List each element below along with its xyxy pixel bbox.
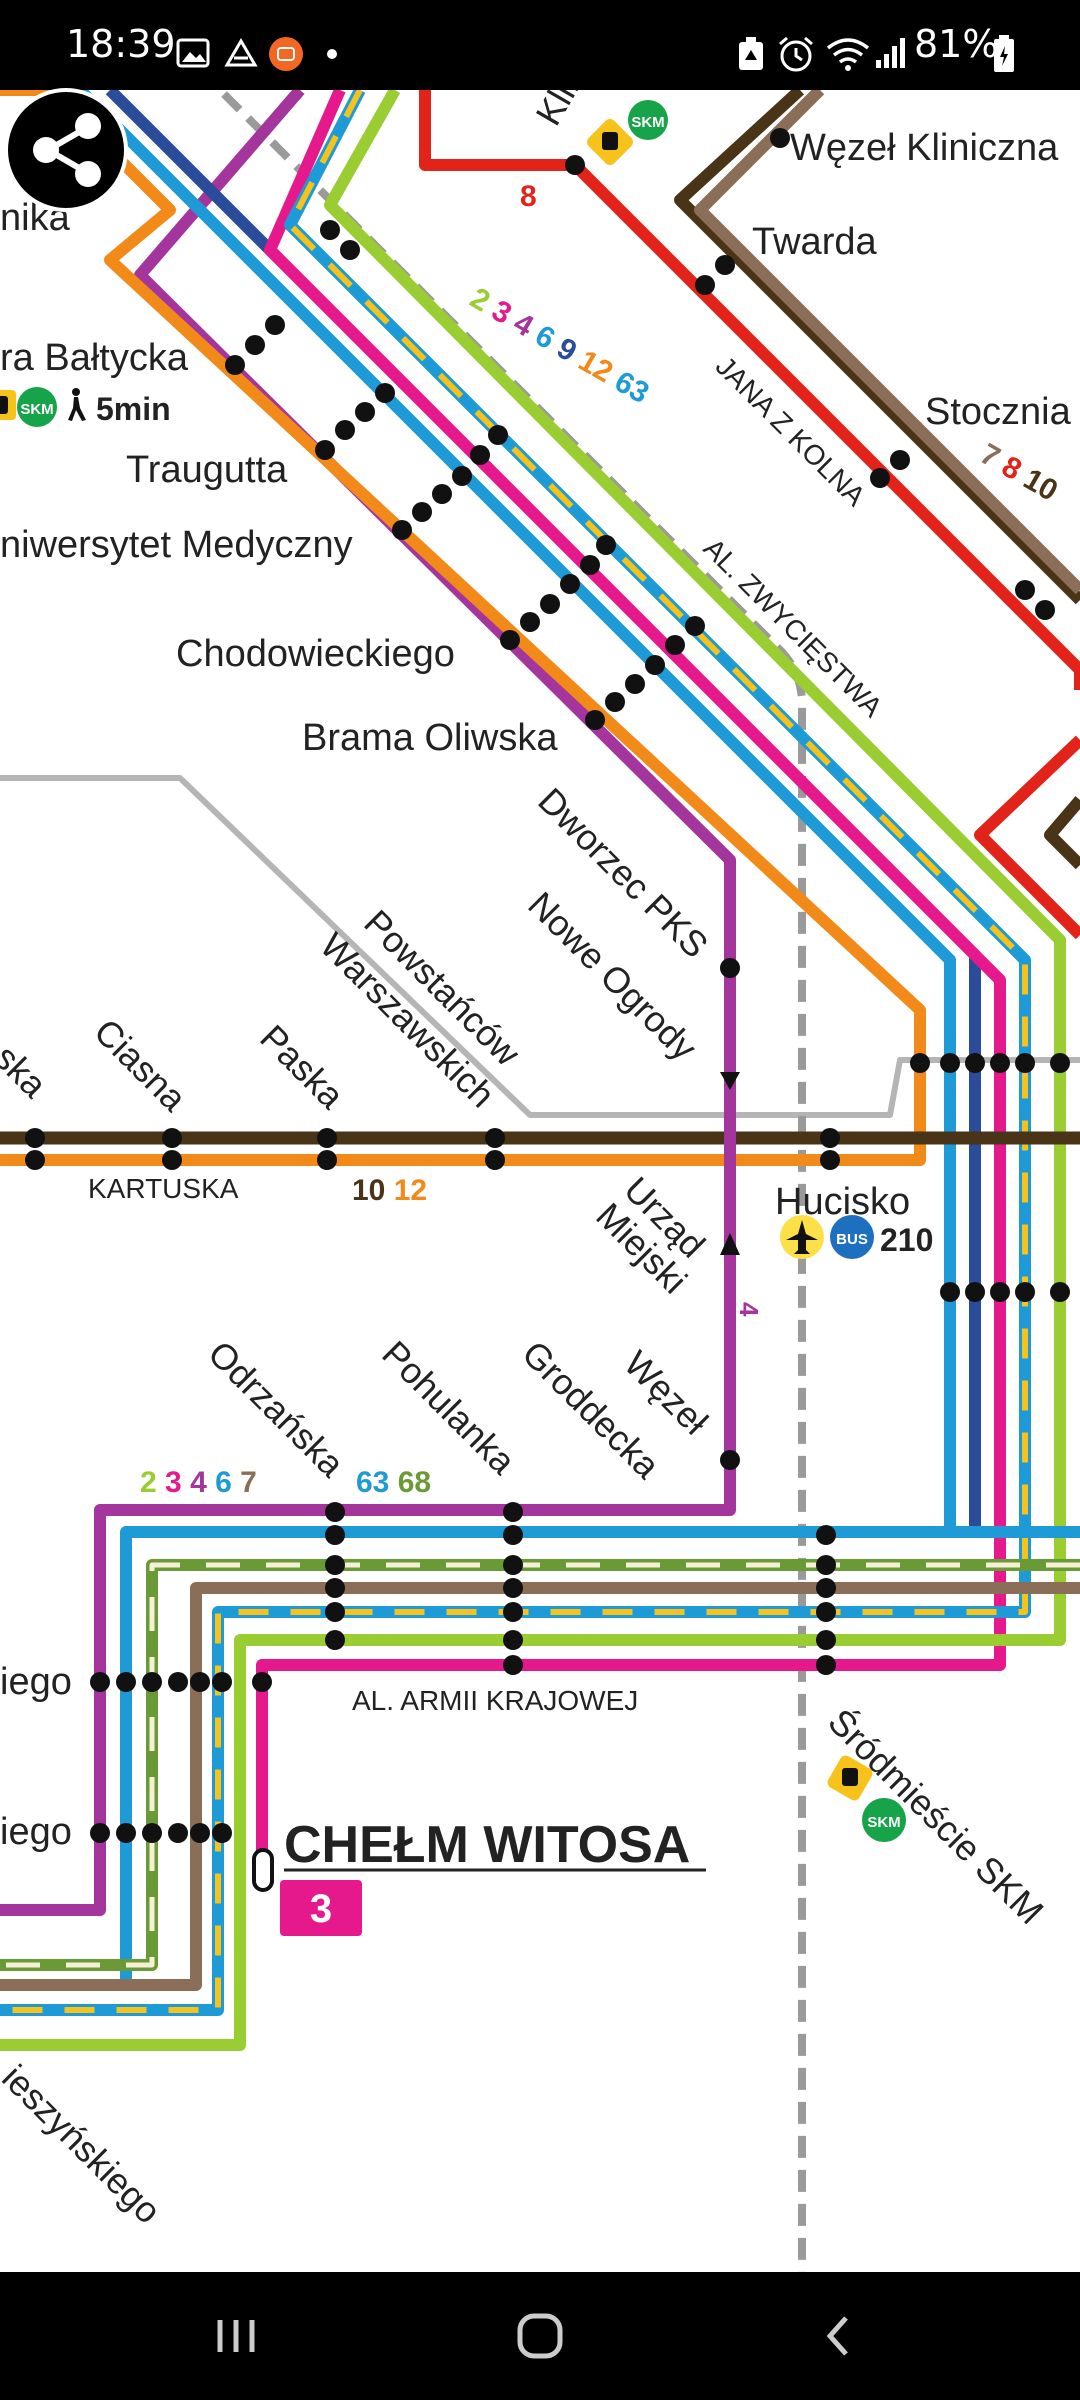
road-gray (0, 775, 1080, 1118)
direction-arrow-up (720, 1233, 740, 1255)
train-icon (587, 119, 633, 165)
status-bar: 18:39 81% (0, 0, 1080, 90)
line-yellow-63-dash (0, 90, 1028, 2013)
svg-text:SKM: SKM (631, 114, 664, 131)
station-hucisko: Hucisko (775, 1181, 910, 1223)
line-numbers-odrzanska: 2 3 4 6 7 (140, 1466, 257, 1499)
navigation-bar (0, 2272, 1080, 2400)
bus-line-210: 210 (880, 1222, 933, 1258)
share-button[interactable] (4, 88, 128, 212)
station-ska: ska (0, 1037, 56, 1106)
line-8-label: 8 (520, 180, 537, 213)
line-numbers-kartuska: 10 12 (352, 1174, 427, 1207)
station-cieszynskiego: ieszyńskiego (0, 2057, 169, 2232)
station-chodowieckiego: Chodowieckiego (176, 633, 455, 675)
transit-map[interactable]: SKM SKM BUS SKM Klin Węzeł Kliniczna Twa… (0, 90, 1080, 2272)
image-icon (176, 38, 210, 68)
recent-apps-icon[interactable] (196, 2296, 276, 2376)
station-srodmiescie-skm: Śródmieście SKM (820, 1700, 1052, 1932)
station-paska: Paska (252, 1017, 352, 1117)
walk-icon (68, 388, 86, 421)
train-icon-srodmiescie (827, 1755, 873, 1801)
station-traugutta: Traugutta (126, 449, 288, 491)
skm-badge-srodmiescie: SKM (862, 1798, 906, 1842)
station-opera-baltycka: ra Bałtycka (0, 337, 189, 379)
skm-badge-opera: SKM (17, 387, 57, 427)
station-uniwersytet: niwersytet Medyczny (0, 524, 353, 566)
svg-text:BUS: BUS (836, 1231, 868, 1248)
svg-text:SKM: SKM (20, 401, 53, 418)
mi-icon (269, 37, 303, 71)
line-8-red (419, 90, 1080, 675)
line-10-brown (674, 90, 1080, 605)
station-chelm-witosa: CHEŁM WITOSA (284, 1816, 690, 1874)
recycle-icon (739, 37, 763, 70)
station-odrzanska: Odrzańska (200, 1333, 353, 1486)
line-10-brown-2 (1044, 796, 1080, 870)
bus-badge: BUS (830, 1215, 874, 1259)
station-wezel-kliniczna: Węzeł Kliniczna (790, 127, 1059, 169)
line-12-orange (0, 90, 926, 1166)
battery-percentage: 81% (914, 22, 999, 66)
line-8-red-2 (974, 735, 1080, 940)
signal-icon (876, 38, 905, 68)
line-7-tan-s (0, 1582, 1080, 1991)
status-time: 18:39 (66, 22, 176, 66)
wifi-icon (826, 38, 870, 71)
line-numbers-odrzanska-2: 63 68 (356, 1466, 431, 1499)
street-kartuska: KARTUSKA (88, 1173, 239, 1204)
alarm-icon (779, 36, 813, 72)
station-iego-2: iego (0, 1811, 72, 1853)
station-iego-1: iego (0, 1661, 72, 1703)
share-icon (33, 113, 101, 187)
line-3-badge-label: 3 (310, 1887, 332, 1931)
line-4-label: 4 (734, 1302, 764, 1317)
station-klinika: Klin (527, 90, 593, 132)
station-brama-oliwska: Brama Oliwska (302, 717, 558, 759)
back-icon[interactable] (800, 2296, 880, 2376)
station-stocznia: Stocznia (925, 391, 1072, 433)
train-icon-opera (0, 390, 16, 420)
dot-icon (327, 49, 337, 59)
home-icon[interactable] (500, 2296, 580, 2376)
battery-icon (994, 35, 1014, 72)
line-68-green (0, 1559, 1080, 1971)
line-68-green-dash (0, 1562, 1080, 1968)
stop-dots (25, 128, 1070, 1843)
street-al-zwyciestwa: AL. ZWYCIĘSTWA (698, 532, 889, 723)
line-numbers-zwyciestwa: 2 3 4 6 9 12 63 (465, 281, 655, 410)
direction-arrow-down (720, 1072, 740, 1090)
line-2-green (0, 90, 1066, 2051)
walk-time-label: 5min (96, 391, 171, 427)
airport-icon (780, 1215, 824, 1259)
drive-icon (224, 38, 258, 67)
terminus-marker (252, 1848, 274, 1892)
station-twarda: Twarda (752, 221, 877, 263)
station-ciasna: Ciasna (86, 1011, 195, 1120)
svg-text:SKM: SKM (867, 1814, 900, 1831)
skm-badge-klin: SKM (628, 100, 668, 140)
station-pohulanka: Pohulanka (374, 1333, 524, 1483)
line-3-badge (280, 1880, 362, 1936)
street-al-armii: AL. ARMII KRAJOWEJ (352, 1685, 638, 1716)
